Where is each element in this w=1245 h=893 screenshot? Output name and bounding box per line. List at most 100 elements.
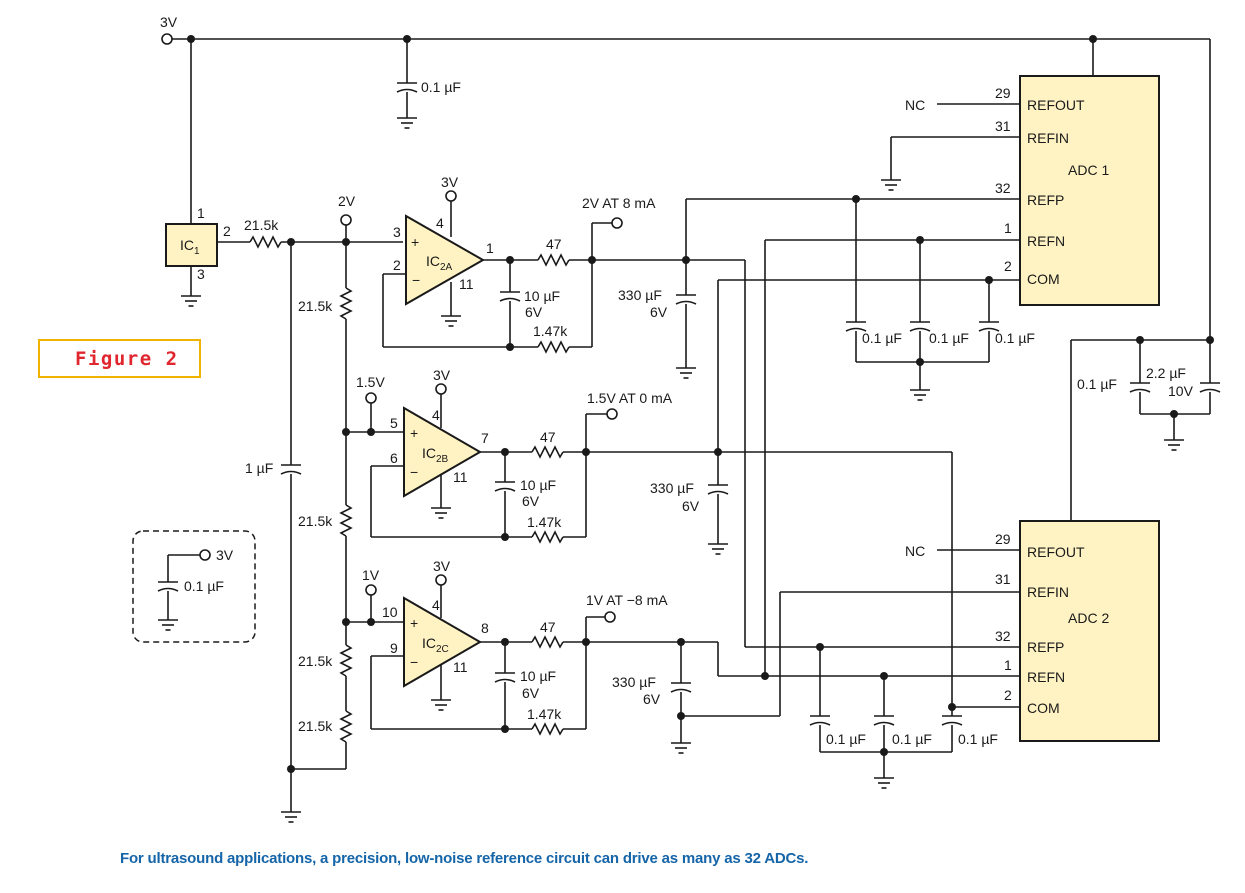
opamp-b-vcc: 3V [433,367,451,383]
r-div-2: 21.5k [298,513,333,529]
svg-text:2: 2 [1004,687,1012,703]
r47-c-label: 47 [540,619,556,635]
out-c-label: 1V AT −8 mA [586,592,668,608]
adc2-label: ADC 2 [1068,610,1109,626]
c330-c-label: 330 µF [612,674,656,690]
divider-chain: 2V 21.5k 21.5k 21.5k 21.5k [298,193,356,769]
adc2-pin-refout: REFOUT [1027,544,1085,560]
ic1-pin2: 2 [223,223,231,239]
opamp-b-pin-plus: 5 [390,415,398,431]
r147-a-label: 1.47k [533,323,568,339]
r147-c-label: 1.47k [527,706,562,722]
opamp-ic2c-stage: 1V IC2C + − 10 9 4 11 8 3V 1.47k 10 µF 6… [346,558,1020,754]
c01-adc2-b: 0.1 µF [892,731,932,747]
rail-3v-label: 3V [160,14,178,30]
supply-rail-3v: 3V [160,14,1214,344]
opamp-a-pin-gnd: 11 [459,276,474,292]
adc2-pin-com: COM [1027,700,1060,716]
svg-text:+: + [411,234,419,250]
ic1-pin1: 1 [197,205,205,221]
opamp-c-name: IC2C [422,635,449,655]
opamp-ic2a-stage: IC2A + − 3 2 4 11 1 3V 1.47k 10 µF 6V 47… [382,174,745,379]
svg-text:+: + [410,615,418,631]
c22-label-a: 2.2 µF [1146,365,1186,381]
adc1-label: ADC 1 [1068,162,1109,178]
opamp-a-name: IC2A [426,253,453,273]
c10-a-label: 10 µF [524,288,560,304]
c330-a-label: 330 µF [618,287,662,303]
adc1-nc: NC [905,97,925,113]
ic1-pin3: 3 [197,266,205,282]
capacitor-1uf: 1 µF [245,242,346,823]
r147-b-label: 1.47k [527,514,562,530]
decoupling-legend: 3V 0.1 µF [132,530,256,643]
opamp-ic2b-stage: 1.5V IC2B + − 5 6 4 11 7 3V 1.47k 10 µF … [346,280,952,555]
legend-cap-label: 0.1 µF [184,578,224,594]
legend-3v-label: 3V [216,547,234,563]
adc2-nc: NC [905,543,925,559]
adc2-pin-refn: REFN [1027,669,1065,685]
opamp-c-pin-minus: 9 [390,640,398,656]
c01-adc1-b: 0.1 µF [929,330,969,346]
ic1-name: IC1 [180,237,200,257]
opamp-a-pin-plus: 3 [393,224,401,240]
opamp-b-pin-out: 7 [481,430,489,446]
adc2-bypass-caps: 0.1 µF 0.1 µF 0.1 µF [809,715,998,789]
opamp-c-pin-vcc: 4 [432,597,440,613]
opamp-c-vcc: 3V [433,558,451,574]
adc1-pin-refin: REFIN [1027,130,1069,146]
svg-text:1: 1 [1004,220,1012,236]
figure-label: Figure 2 [75,348,179,370]
svg-text:6V: 6V [522,685,540,701]
svg-text:31: 31 [995,571,1011,587]
out-b-label: 1.5V AT 0 mA [587,390,673,406]
opamp-b-pin-minus: 6 [390,450,398,466]
r47-a-label: 47 [546,236,562,252]
figure-caption: For ultrasound applications, a precision… [120,850,809,867]
adc1-pin-refout: REFOUT [1027,97,1085,113]
adc2-pin-refin: REFIN [1027,584,1069,600]
svg-text:1: 1 [1004,657,1012,673]
adc1-pin-refp: REFP [1027,192,1064,208]
c01-adc2-a: 0.1 µF [826,731,866,747]
opamp-c-pin-gnd: 11 [453,659,468,675]
r-div-3: 21.5k [298,653,333,669]
adc1-pin-refn: REFN [1027,233,1065,249]
c01-adc2-c: 0.1 µF [958,731,998,747]
c01-supply: 0.1 µF [1077,376,1117,392]
opamp-a-vcc: 3V [441,174,459,190]
node-1v-label: 1V [362,567,380,583]
svg-text:6V: 6V [650,304,668,320]
svg-text:31: 31 [995,118,1011,134]
cap-top-label: 0.1 µF [421,79,461,95]
cap-1uf-label: 1 µF [245,460,273,476]
opamp-b-pin-vcc: 4 [432,407,440,423]
svg-text:6V: 6V [682,498,700,514]
ic1-reference: IC1 1 2 3 21.5k [165,205,403,307]
c01-adc1-a: 0.1 µF [862,330,902,346]
adc2-supply-caps: 0.1 µF 2.2 µF 10V [1070,336,1221,521]
r-div-4: 21.5k [298,718,333,734]
adc1-pin-com: COM [1027,271,1060,287]
adc1-bypass-caps: 0.1 µF 0.1 µF 0.1 µF [845,321,1035,401]
svg-text:2: 2 [1004,258,1012,274]
svg-text:32: 32 [995,180,1011,196]
opamp-c-pin-plus: 10 [382,604,398,620]
opamp-c-pin-out: 8 [481,620,489,636]
svg-text:+: + [410,425,418,441]
adc2-pin-refp: REFP [1027,639,1064,655]
node-15v-label: 1.5V [356,374,385,390]
opamp-b-name: IC2B [422,445,449,465]
adc-routing [686,136,1020,716]
r-ic1-label: 21.5k [244,217,279,233]
decoupling-capacitor-top: 0.1 µF [396,39,461,129]
figure-label-box: Figure 2 [38,339,201,378]
opamp-a-pin-vcc: 4 [436,215,444,231]
svg-text:−: − [410,654,418,670]
c22-label-b: 10V [1168,383,1194,399]
svg-text:6V: 6V [522,493,540,509]
adc1-chip: ADC 1 REFOUT REFIN REFP REFN COM NC 29 3… [905,75,1160,306]
out-a-label: 2V AT 8 mA [582,195,656,211]
r47-b-label: 47 [540,429,556,445]
